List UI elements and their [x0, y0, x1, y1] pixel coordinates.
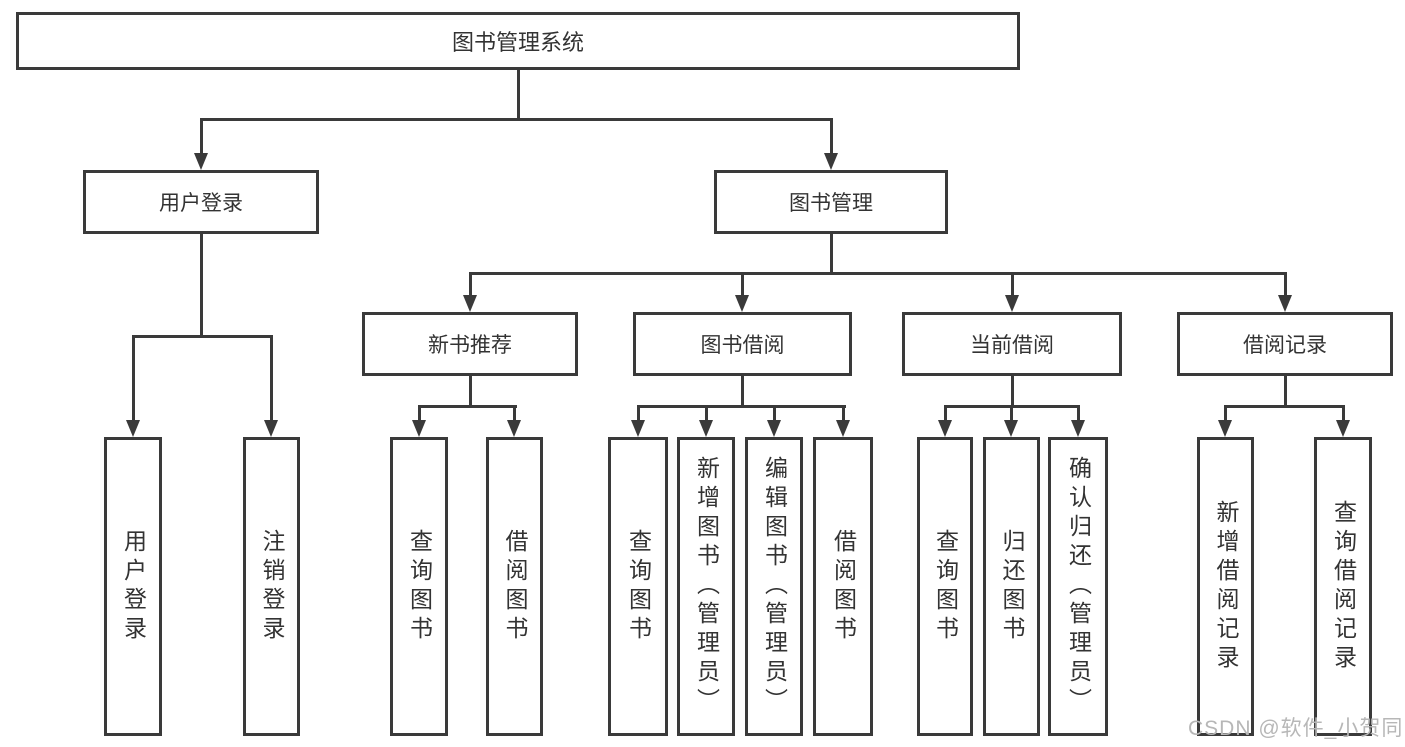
arrow-down-icon	[631, 420, 645, 437]
connector-line	[773, 405, 776, 420]
arrow-down-icon	[824, 153, 838, 170]
connector-line	[1284, 376, 1287, 406]
connector-line	[1011, 272, 1014, 295]
arrow-down-icon	[938, 420, 952, 437]
arrow-down-icon	[767, 420, 781, 437]
connector-line	[637, 405, 640, 420]
connector-line	[270, 335, 273, 420]
leaf-query-books-recommend: 查询图书	[390, 437, 448, 736]
connector-line	[1011, 376, 1014, 406]
leaf-logout: 注销登录	[243, 437, 300, 736]
connector-line	[513, 405, 516, 420]
arrow-down-icon	[1005, 295, 1019, 312]
node-book-borrowing: 图书借阅	[633, 312, 852, 376]
connector-line	[944, 405, 947, 420]
connector-line	[741, 376, 744, 406]
node-library-management-system: 图书管理系统	[16, 12, 1020, 70]
connector-line	[200, 118, 203, 153]
connector-line	[132, 335, 273, 338]
arrow-down-icon	[463, 295, 477, 312]
arrow-down-icon	[507, 420, 521, 437]
leaf-user-login: 用户登录	[104, 437, 162, 736]
connector-line	[469, 272, 1287, 275]
arrow-down-icon	[194, 153, 208, 170]
node-book-management: 图书管理	[714, 170, 948, 234]
connector-line	[200, 234, 203, 336]
connector-line	[418, 405, 421, 420]
connector-line	[1224, 405, 1227, 420]
arrow-down-icon	[264, 420, 278, 437]
leaf-query-books-borrow: 查询图书	[608, 437, 668, 736]
connector-line	[1010, 405, 1013, 420]
connector-line	[1224, 405, 1345, 408]
connector-line	[418, 405, 517, 408]
leaf-borrow-books: 借阅图书	[813, 437, 873, 736]
node-current-borrowing: 当前借阅	[902, 312, 1122, 376]
connector-line	[705, 405, 708, 420]
connector-line	[132, 335, 135, 420]
leaf-query-books-current: 查询图书	[917, 437, 973, 736]
connector-line	[830, 118, 833, 153]
leaf-return-books: 归还图书	[983, 437, 1040, 736]
connector-line	[469, 272, 472, 295]
connector-line	[1342, 405, 1345, 420]
arrow-down-icon	[1336, 420, 1350, 437]
csdn-watermark: CSDN @软件_小贺同学	[1188, 717, 1404, 740]
node-new-book-recommendation: 新书推荐	[362, 312, 578, 376]
leaf-confirm-return-admin: 确认归还（管理员）	[1048, 437, 1108, 736]
connector-line	[469, 376, 472, 406]
leaf-borrow-books-recommend: 借阅图书	[486, 437, 543, 736]
leaf-add-borrow-record: 新增借阅记录	[1197, 437, 1254, 736]
node-user-login: 用户登录	[83, 170, 319, 234]
leaf-edit-books-admin: 编辑图书（管理员）	[745, 437, 803, 736]
connector-line	[517, 70, 520, 119]
connector-line	[741, 272, 744, 295]
arrow-down-icon	[1071, 420, 1085, 437]
connector-line	[1284, 272, 1287, 295]
leaf-add-books-admin: 新增图书（管理员）	[677, 437, 735, 736]
arrow-down-icon	[699, 420, 713, 437]
connector-line	[842, 405, 845, 420]
connector-line	[830, 234, 833, 273]
arrow-down-icon	[836, 420, 850, 437]
connector-line	[1077, 405, 1080, 420]
node-borrowing-records: 借阅记录	[1177, 312, 1393, 376]
arrow-down-icon	[126, 420, 140, 437]
arrow-down-icon	[1218, 420, 1232, 437]
arrow-down-icon	[735, 295, 749, 312]
arrow-down-icon	[1278, 295, 1292, 312]
connector-line	[200, 118, 832, 121]
leaf-query-borrow-record: 查询借阅记录	[1314, 437, 1372, 736]
arrow-down-icon	[412, 420, 426, 437]
arrow-down-icon	[1004, 420, 1018, 437]
connector-line	[637, 405, 846, 408]
